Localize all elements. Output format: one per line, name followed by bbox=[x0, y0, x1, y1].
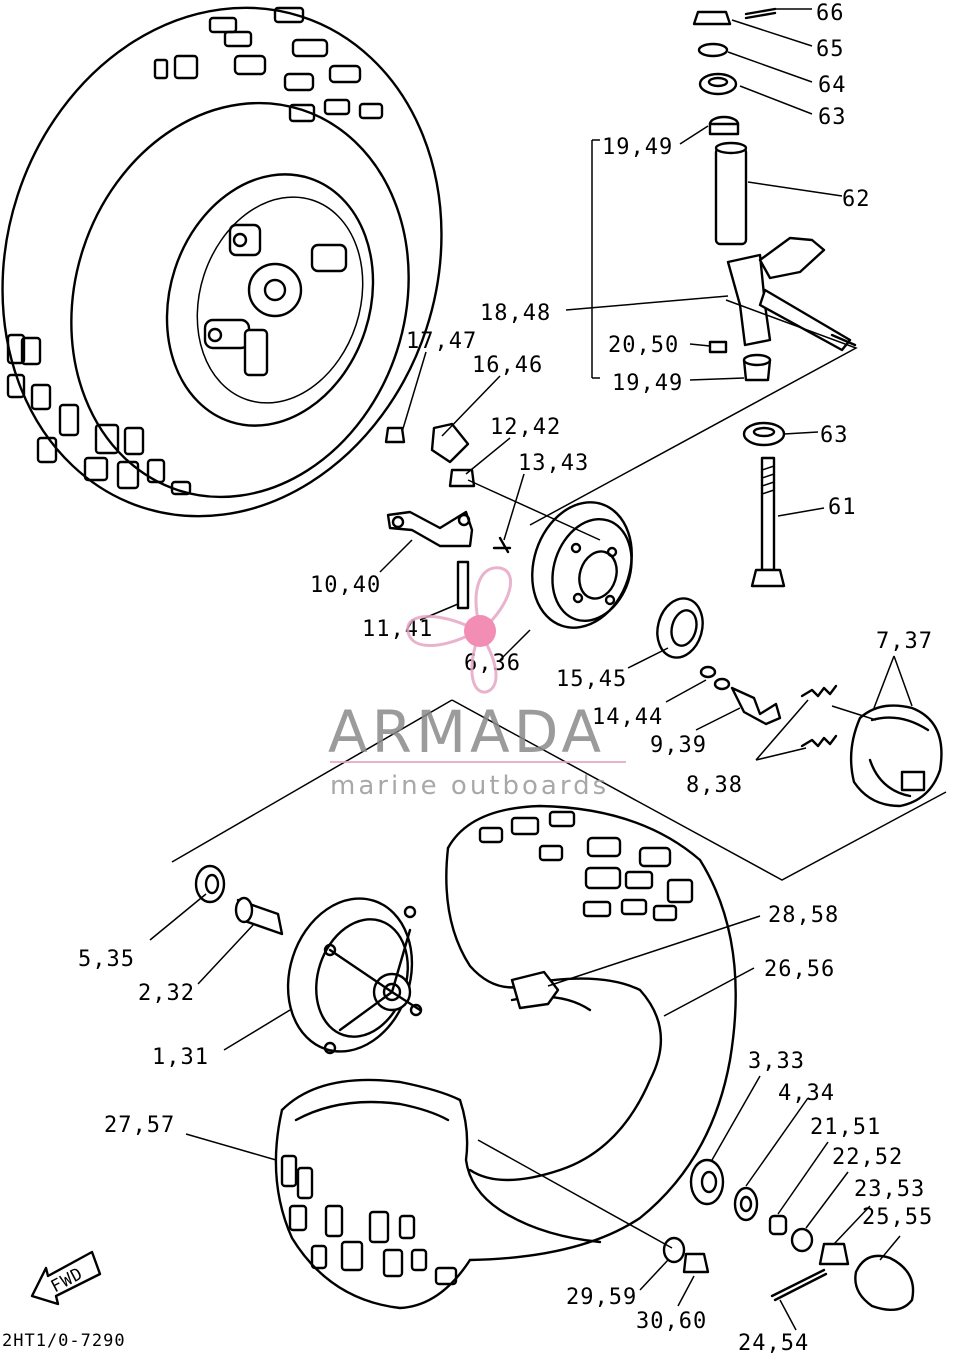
callout-26-56: 26,56 bbox=[764, 957, 835, 982]
callout-62: 62 bbox=[842, 187, 871, 212]
fwd-arrow-icon: FWD bbox=[30, 1250, 102, 1306]
callout-7-37: 7,37 bbox=[876, 629, 933, 654]
lower-wheel-tread-left bbox=[280, 1154, 458, 1286]
callout-3-33: 3,33 bbox=[748, 1049, 805, 1074]
callout-16-46: 16,46 bbox=[472, 353, 543, 378]
callout-28-58: 28,58 bbox=[768, 903, 839, 928]
steering-knuckle-assembly bbox=[529, 7, 858, 588]
callout-30-60: 30,60 bbox=[636, 1309, 707, 1334]
lock-plate-16 bbox=[430, 422, 470, 464]
callout-labels: 66 65 64 63 19,49 62 18,48 20,50 19,49 6… bbox=[2, 1, 933, 1356]
seal-5 bbox=[194, 864, 226, 904]
callout-25-55: 25,55 bbox=[862, 1205, 933, 1230]
callout-22-52: 22,52 bbox=[832, 1145, 903, 1170]
callout-29-59: 29,59 bbox=[566, 1285, 637, 1310]
seal-63a bbox=[698, 72, 738, 96]
callout-5-35: 5,35 bbox=[78, 947, 135, 972]
collar-62 bbox=[714, 146, 748, 246]
callout-15-45: 15,45 bbox=[556, 667, 627, 692]
brake-bracket-10 bbox=[386, 510, 474, 548]
callout-19-49-upper: 19,49 bbox=[602, 135, 673, 160]
callout-64: 64 bbox=[818, 73, 847, 98]
washer-64 bbox=[697, 42, 729, 58]
spring-8b bbox=[800, 734, 838, 748]
callout-19-49-lower: 19,49 bbox=[612, 371, 683, 396]
callout-20-50: 20,50 bbox=[608, 333, 679, 358]
callout-21-51: 21,51 bbox=[810, 1115, 881, 1140]
callout-2-32: 2,32 bbox=[138, 981, 195, 1006]
tire-outer bbox=[446, 804, 737, 1262]
watermark-brand: ARMADA bbox=[328, 698, 605, 766]
callout-63-upper: 63 bbox=[818, 105, 847, 130]
nut-30 bbox=[682, 1252, 710, 1274]
callout-4-34: 4,34 bbox=[778, 1081, 835, 1106]
brake-cam-9 bbox=[730, 686, 782, 726]
bolt-11 bbox=[456, 560, 470, 610]
tire-inner bbox=[280, 1078, 602, 1244]
grease-nipple-20 bbox=[708, 340, 728, 354]
callout-10-40: 10,40 bbox=[310, 573, 381, 598]
callout-27-57: 27,57 bbox=[104, 1113, 175, 1138]
cotter-13 bbox=[492, 536, 512, 554]
bolt-17 bbox=[384, 426, 406, 444]
collar-21 bbox=[768, 1214, 788, 1236]
callout-17-47: 17,47 bbox=[406, 329, 477, 354]
o-ring-14a bbox=[699, 665, 717, 679]
callout-63-lower: 63 bbox=[820, 423, 849, 448]
drawing-code: 2HT1/0-7290 bbox=[2, 1331, 126, 1351]
watermark-tagline: marine outboards bbox=[330, 771, 609, 801]
o-ring-14b bbox=[713, 677, 731, 691]
castle-nut-65 bbox=[692, 10, 732, 26]
spring-8a bbox=[800, 684, 838, 698]
nut-12 bbox=[448, 468, 476, 488]
bearing-3 bbox=[689, 1158, 725, 1206]
cotter-pin-66 bbox=[744, 7, 777, 20]
callout-14-44: 14,44 bbox=[592, 705, 663, 730]
callout-66: 66 bbox=[816, 1, 845, 26]
callout-9-39: 9,39 bbox=[650, 733, 707, 758]
lower-wheel-assembly bbox=[194, 804, 915, 1312]
callout-23-53: 23,53 bbox=[854, 1177, 925, 1202]
callout-24-54: 24,54 bbox=[738, 1331, 809, 1356]
callout-8-38: 8,38 bbox=[686, 773, 743, 798]
callout-13-43: 13,43 bbox=[518, 451, 589, 476]
callout-12-42: 12,42 bbox=[490, 415, 561, 440]
callout-61: 61 bbox=[828, 495, 857, 520]
callout-65: 65 bbox=[816, 37, 845, 62]
lower-wheel-tread-right bbox=[478, 810, 694, 922]
hub-cap-25 bbox=[854, 1254, 915, 1312]
upper-wheel-assembly bbox=[1, 6, 443, 518]
upper-wheel-hub bbox=[203, 223, 348, 377]
armada-watermark: ARMADA marine outboards bbox=[328, 566, 626, 801]
valve-28 bbox=[510, 970, 560, 1010]
washer-4 bbox=[733, 1186, 759, 1222]
callout-1-31: 1,31 bbox=[152, 1045, 209, 1070]
axle-nut-23 bbox=[818, 1242, 850, 1266]
callout-11-41: 11,41 bbox=[362, 617, 433, 642]
callout-18-48: 18,48 bbox=[480, 301, 551, 326]
leader-lines bbox=[149, 8, 913, 1331]
brake-assembly bbox=[171, 422, 947, 881]
seal-63b bbox=[742, 421, 786, 447]
upper-wheel-tread bbox=[6, 6, 384, 496]
washer-22 bbox=[790, 1227, 814, 1253]
cotter-pin-24 bbox=[770, 1268, 828, 1302]
washer-29 bbox=[662, 1236, 686, 1264]
propeller-logo-icon bbox=[406, 566, 512, 694]
